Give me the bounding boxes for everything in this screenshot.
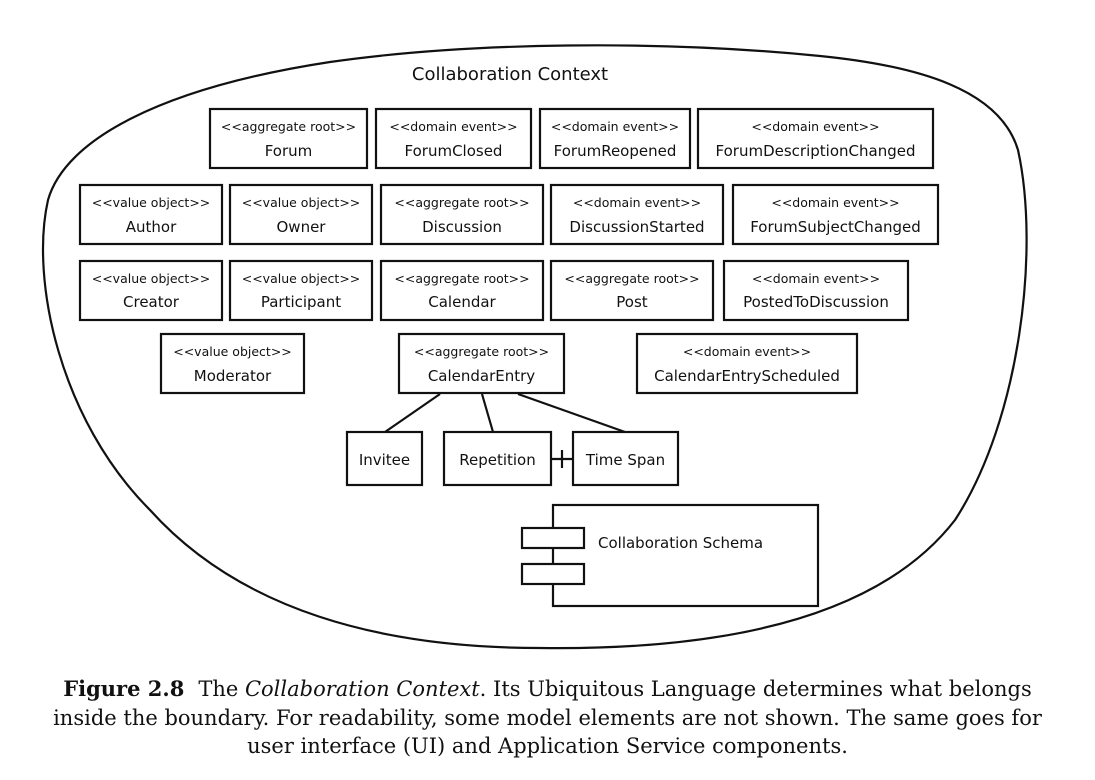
- element-box-owner: <<value object>> Owner: [228, 183, 374, 246]
- element-box-time-span: Time Span: [571, 430, 680, 487]
- element-stereotype: <<aggregate root>>: [394, 271, 529, 286]
- element-name: PostedToDiscussion: [743, 293, 889, 311]
- element-name: Author: [126, 218, 177, 236]
- association-line: [480, 393, 495, 433]
- element-name: Participant: [261, 293, 341, 311]
- association-line: [517, 392, 626, 434]
- element-name: CalendarEntryScheduled: [654, 367, 840, 385]
- element-name: Moderator: [194, 367, 272, 385]
- element-box-discussion-started: <<domain event>> DiscussionStarted: [549, 183, 725, 246]
- caption-italic-title: Collaboration Context: [244, 677, 480, 701]
- element-name: Calendar: [428, 293, 496, 311]
- element-box-repetition: Repetition: [442, 430, 553, 487]
- association-line: [384, 393, 441, 433]
- element-name: Time Span: [585, 451, 665, 469]
- element-box-posted-to-discussion: <<domain event>> PostedToDiscussion: [722, 259, 910, 322]
- element-stereotype: <<domain event>>: [551, 119, 679, 134]
- element-stereotype: <<aggregate root>>: [221, 119, 356, 134]
- element-stereotype: <<value object>>: [173, 344, 292, 359]
- element-box-calendar: <<aggregate root>> Calendar: [379, 259, 545, 322]
- element-name: Creator: [123, 293, 180, 311]
- associations: [384, 392, 626, 468]
- element-box-forum-description-changed: <<domain event>> ForumDescriptionChanged: [696, 107, 935, 170]
- context-diagram: Collaboration Context <<aggregate root>>…: [42, 44, 1028, 650]
- element-stereotype: <<domain event>>: [573, 195, 701, 210]
- element-name: Post: [616, 293, 648, 311]
- element-box-author: <<value object>> Author: [78, 183, 224, 246]
- caption-text: . Its Ubiquitous Language determines wha…: [53, 677, 1042, 758]
- component-port-top: [520, 526, 586, 550]
- element-box-forum-reopened: <<domain event>> ForumReopened: [538, 107, 692, 170]
- element-stereotype: <<value object>>: [242, 195, 361, 210]
- figure-caption: Figure 2.8 The Collaboration Context. Its…: [40, 675, 1055, 761]
- element-name: ForumDescriptionChanged: [716, 142, 916, 160]
- element-box-calendar-entry-scheduled: <<domain event>> CalendarEntryScheduled: [635, 332, 859, 395]
- element-stereotype: <<value object>>: [242, 271, 361, 286]
- element-box-creator: <<value object>> Creator: [78, 259, 224, 322]
- element-box-forum: <<aggregate root>> Forum: [208, 107, 369, 170]
- element-stereotype: <<value object>>: [92, 271, 211, 286]
- element-name: Discussion: [422, 218, 502, 236]
- element-box-post: <<aggregate root>> Post: [549, 259, 715, 322]
- component-collaboration-schema: Collaboration Schema: [520, 503, 820, 608]
- element-name: Invitee: [359, 451, 410, 469]
- element-name: DiscussionStarted: [569, 218, 704, 236]
- element-name: ForumSubjectChanged: [750, 218, 921, 236]
- element-box-participant: <<value object>> Participant: [228, 259, 374, 322]
- element-name: CalendarEntry: [428, 367, 535, 385]
- element-box-moderator: <<value object>> Moderator: [159, 332, 306, 395]
- element-stereotype: <<aggregate root>>: [394, 195, 529, 210]
- element-name: Forum: [265, 142, 313, 160]
- element-box-invitee: Invitee: [345, 430, 424, 487]
- context-title: Collaboration Context: [412, 64, 608, 85]
- element-name: ForumClosed: [405, 142, 503, 160]
- element-stereotype: <<aggregate root>>: [414, 344, 549, 359]
- element-stereotype: <<domain event>>: [751, 119, 879, 134]
- element-stereotype: <<aggregate root>>: [564, 271, 699, 286]
- element-box-discussion: <<aggregate root>> Discussion: [379, 183, 545, 246]
- element-box-forum-subject-changed: <<domain event>> ForumSubjectChanged: [731, 183, 940, 246]
- element-stereotype: <<domain event>>: [683, 344, 811, 359]
- figure-label: Figure 2.8: [63, 676, 185, 701]
- element-stereotype: <<domain event>>: [389, 119, 517, 134]
- element-stereotype: <<value object>>: [92, 195, 211, 210]
- element-box-calendar-entry: <<aggregate root>> CalendarEntry: [397, 332, 566, 395]
- element-box-forum-closed: <<domain event>> ForumClosed: [374, 107, 533, 170]
- element-name: ForumReopened: [554, 142, 677, 160]
- caption-prefix: The: [198, 677, 245, 701]
- component-name: Collaboration Schema: [598, 534, 763, 552]
- element-name: Repetition: [459, 451, 536, 469]
- element-name: Owner: [277, 218, 327, 236]
- element-stereotype: <<domain event>>: [771, 195, 899, 210]
- component-port-bottom: [520, 562, 586, 586]
- element-stereotype: <<domain event>>: [752, 271, 880, 286]
